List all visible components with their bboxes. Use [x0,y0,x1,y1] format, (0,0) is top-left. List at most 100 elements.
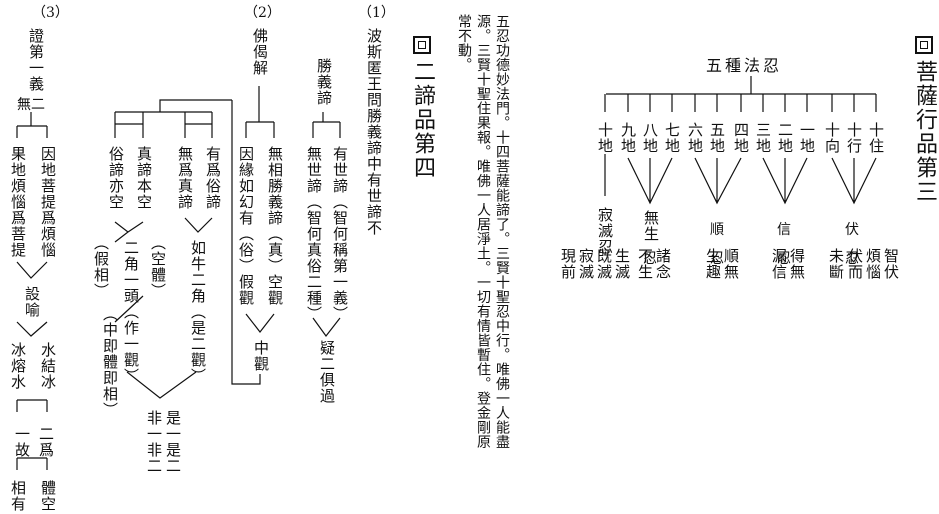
q3-water-ice: 水結冰 [39,342,57,390]
ren-label: 忍 [845,251,859,267]
group-note-fu: 伏 [845,222,859,238]
section-3-square-icon [915,36,933,54]
column-head: 十向 [823,122,841,154]
chevron [16,321,48,337]
q1-number: （1） [358,5,395,21]
chevron [114,295,144,323]
chevron [312,317,341,338]
chevron [245,313,275,333]
sub-label: 生滅 [613,248,631,280]
q2-conventional: 有爲俗諦 [204,146,222,210]
column-head: 七地 [663,122,681,154]
sub-label: 得無 [788,248,806,280]
section-3-root: 五種法忍 [706,56,783,75]
tree-line [114,123,144,138]
q1-label: 勝義諦 [315,58,333,106]
tree-line [184,123,213,138]
q3-analogy: 設喻 [23,286,41,318]
column-head: 五地 [708,122,726,154]
column-head: 十行 [845,122,863,154]
q2-ox-horns: 如牛二角（是二觀） [189,240,207,384]
tree-line [159,99,261,385]
column-head: 六地 [686,122,704,154]
sub-label: 生趣 [704,248,722,280]
column-head: 二地 [776,122,794,154]
q2-provisional-form: （假相） [92,235,110,299]
q3-number: （3） [32,5,69,21]
sub-label: 智伏 [882,248,900,280]
column-head: 四地 [732,122,750,154]
chevron [114,221,144,243]
q1-branch-a: 有世諦（智何稱第一義） [331,146,349,322]
q3-title: 證第一義 [27,28,45,92]
q2-is-one-two: 是一是二 [164,410,182,474]
chevron [694,157,742,205]
column-head: 十地 [596,122,614,154]
q3-form-exists: 相有 [9,480,27,512]
tree-line [312,112,341,138]
q2-number: （2） [244,5,281,21]
section-3-title: 菩薩行品第三 [912,60,937,204]
ren-label: 忍 [710,251,724,267]
group-note-shun: 順 [710,222,724,238]
group-note-wusheng: 無生 [642,210,660,242]
sub-label: 未斷 [827,248,845,280]
chevron [831,157,877,205]
q2-title: 佛偈解 [251,28,269,76]
column-head: 三地 [754,122,772,154]
tree-line [16,457,48,470]
sub-label: 現前 [559,248,577,280]
column-head: 一地 [798,122,816,154]
q3-ice-water: 冰熔水 [9,342,27,390]
tree-line [16,112,48,138]
chevron [16,261,48,279]
body-text-line: 源。三賢十聖住果報。唯佛一人居淨土。一切有情皆暫住。登金剛原 [475,14,491,449]
q3-one-reason: 一故 [13,426,31,458]
sub-label: 寂滅 [577,248,595,280]
q2-ultimate: 無爲真諦 [176,146,194,210]
q2-empty-essence: （空體） [149,235,167,299]
sub-label: 順無 [722,248,740,280]
section-4-title: 二諦品第四 [410,60,435,180]
sub-label: 既滅 [595,248,613,280]
q1-conclusion: 疑二俱過 [318,340,336,404]
tree-line [245,86,275,138]
q2-not-one-two: 非一非二 [145,410,163,474]
q2-branch-b: 因緣如幻有（俗）假觀 [237,146,255,306]
q2-one-view: 二角一頭（作一觀） [122,240,140,384]
ren-label: 忍 [777,251,791,267]
body-text-line: 常不動。 [456,14,472,72]
tree-line [606,76,876,95]
body-text-line: 五忍功德妙法門。十四菩薩能諦了。三賢十聖忍中行。唯佛一人能盡 [494,14,510,449]
chevron [762,157,808,205]
q2-middle-essence: （中即體即相） [101,306,119,418]
ren-label: 忍 [643,251,657,267]
chevron [126,371,197,399]
q3-cause: 因地菩提爲煩惱 [39,146,57,258]
q3-fruit: 果地煩惱爲菩提 [9,146,27,258]
sub-label: 伏而 [846,248,864,280]
tree-line [114,111,213,124]
q2-conventional-empty: 俗諦亦空 [107,146,125,210]
column-head: 八地 [641,122,659,154]
chevron [627,157,673,205]
sub-label: 漏信 [770,248,788,280]
sub-label: 諸念 [654,248,672,280]
q3-essence-empty: 體空 [39,480,57,512]
section-4-square-icon [413,36,431,54]
q3-non-dual: 無二 [17,97,45,113]
q2-ultimate-empty: 真諦本空 [135,146,153,210]
q2-branch-a: 無相勝義諦（真）空觀 [266,146,284,306]
group-note-jimie: 寂滅忍 [596,207,614,255]
tree-line [604,94,877,112]
column-head: 九地 [619,122,637,154]
tree-line [16,399,48,412]
group-note-xin: 信 [777,222,791,238]
q3-two-for: 二爲 [37,426,55,458]
chevron [184,217,213,233]
q2-middle-view: 中觀 [252,340,270,372]
sub-label: 不生 [636,248,654,280]
q1-branch-b: 無世諦（智何真俗二種） [305,146,323,322]
sub-label: 煩惱 [864,248,882,280]
